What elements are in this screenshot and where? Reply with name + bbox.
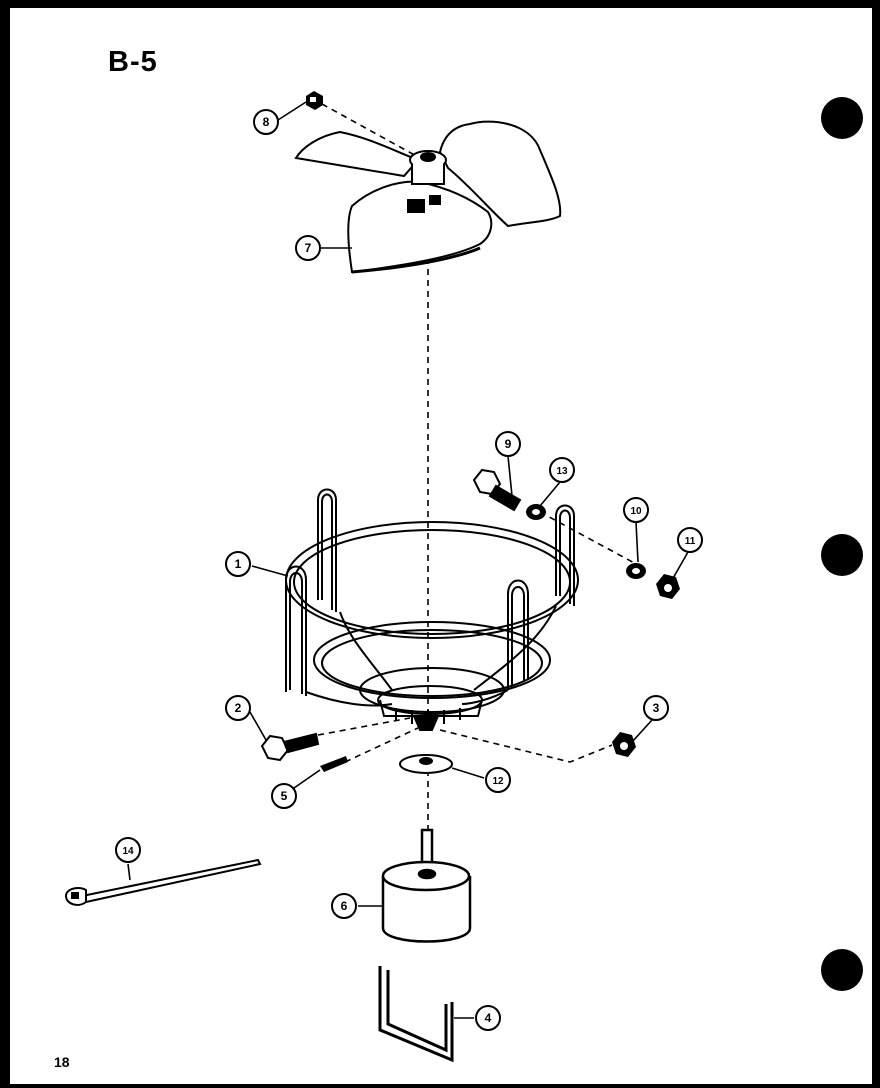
motor-mount-ring bbox=[377, 685, 483, 715]
guard-loop-right-back bbox=[555, 504, 575, 606]
callout-3-label: 3 bbox=[653, 701, 660, 715]
callout-1: 1 bbox=[225, 551, 251, 577]
diagram-title: B-5 bbox=[108, 46, 158, 78]
slinger-part-12 bbox=[399, 754, 453, 774]
binder-hole-bottom bbox=[821, 949, 863, 991]
nut-part-11 bbox=[656, 574, 680, 599]
bolt-2-line bbox=[317, 717, 411, 736]
callout-6: 6 bbox=[331, 893, 357, 919]
callout-11-label: 11 bbox=[685, 536, 696, 547]
callout-4-label: 4 bbox=[485, 1011, 492, 1025]
screw-part-8 bbox=[306, 91, 323, 110]
callout-6-label: 6 bbox=[341, 899, 348, 913]
callout-2-label: 2 bbox=[235, 701, 242, 715]
callout-13: 13 bbox=[549, 457, 575, 483]
fan-blade-right bbox=[438, 120, 562, 228]
callout-10: 10 bbox=[623, 497, 649, 523]
fan-blade-left bbox=[294, 130, 420, 178]
callout-12: 12 bbox=[485, 767, 511, 793]
bolt-part-2 bbox=[260, 732, 320, 762]
callout-2: 2 bbox=[225, 695, 251, 721]
callout-4: 4 bbox=[475, 1005, 501, 1031]
guard-middle-ring bbox=[313, 621, 551, 699]
binder-hole-top bbox=[821, 97, 863, 139]
callout-9-label: 9 bbox=[505, 437, 512, 451]
callout-3: 3 bbox=[643, 695, 669, 721]
assembly-lines bbox=[317, 103, 639, 830]
callout-8-label: 8 bbox=[263, 115, 270, 129]
washer-part-10 bbox=[626, 563, 646, 579]
guard-bottom-ring bbox=[359, 667, 505, 713]
washer-part-13 bbox=[526, 504, 546, 520]
callout-7: 7 bbox=[295, 235, 321, 261]
guard-loop-right-front bbox=[507, 579, 529, 690]
fan-blade-front bbox=[347, 180, 493, 274]
callout-5: 5 bbox=[271, 783, 297, 809]
nut-3-line bbox=[439, 729, 613, 763]
callout-13-label: 13 bbox=[556, 466, 568, 477]
guard-top-ring bbox=[285, 521, 579, 639]
callout-9: 9 bbox=[495, 431, 521, 457]
screw-8-line bbox=[321, 103, 421, 159]
bolt-part-9 bbox=[472, 468, 522, 512]
page-number: 18 bbox=[54, 1054, 70, 1070]
motor-body bbox=[381, 876, 472, 943]
callout-7-label: 7 bbox=[305, 241, 312, 255]
callout-leaders bbox=[127, 101, 689, 1019]
callout-14-label: 14 bbox=[122, 846, 134, 857]
screw-5-line bbox=[344, 727, 419, 763]
callouts: 8 7 9 13 10 11 bbox=[115, 109, 703, 1031]
screw-part-5 bbox=[320, 756, 348, 772]
callout-10-label: 10 bbox=[630, 506, 642, 517]
fan-guard-part-1 bbox=[285, 488, 579, 731]
binder-hole-middle bbox=[821, 534, 863, 576]
binder-holes bbox=[821, 97, 863, 991]
cable-tie-part-14 bbox=[64, 858, 262, 906]
nut-part-3 bbox=[612, 732, 636, 757]
callout-8: 8 bbox=[253, 109, 279, 135]
motor-part-6 bbox=[381, 828, 472, 943]
callout-14: 14 bbox=[115, 837, 141, 863]
guard-loop-left-back bbox=[317, 488, 337, 612]
bracket-part-4 bbox=[378, 966, 454, 1063]
guard-loop-left-front bbox=[285, 565, 307, 696]
fan-blade-part-7 bbox=[294, 120, 562, 274]
bolt-9-line bbox=[539, 511, 639, 566]
callout-12-label: 12 bbox=[492, 776, 504, 787]
callout-1-label: 1 bbox=[235, 557, 242, 571]
callout-11: 11 bbox=[677, 527, 703, 553]
callout-5-label: 5 bbox=[281, 789, 288, 803]
